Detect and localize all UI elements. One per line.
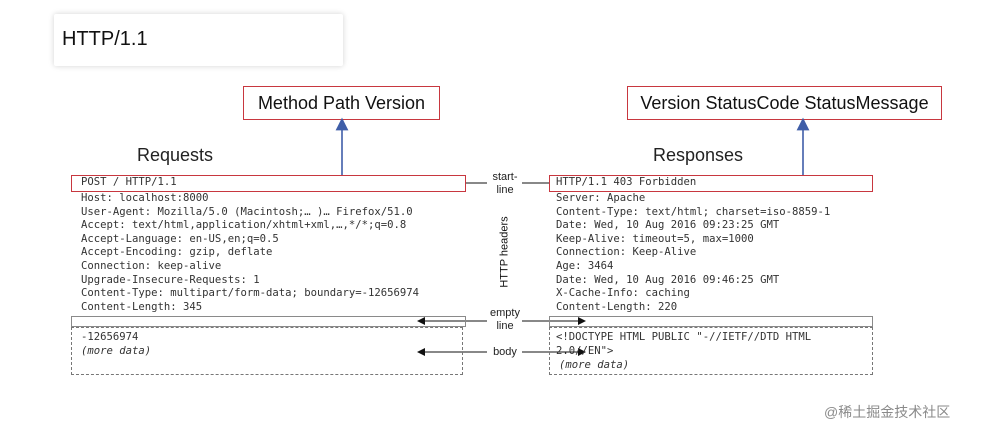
response-header-line: Date: Wed, 10 Aug 2016 09:23:25 GMT (556, 219, 780, 232)
response-empty-line-box (549, 316, 873, 327)
request-start-line: POST / HTTP/1.1 (81, 176, 177, 188)
card-title: HTTP/1.1 (62, 28, 148, 50)
response-callout-box: Version StatusCode StatusMessage (627, 86, 942, 120)
request-header-line: Upgrade-Insecure-Requests: 1 (81, 273, 260, 286)
response-body-line: 2.0//EN"> (556, 345, 614, 357)
request-header-line: Host: localhost:8000 (81, 192, 209, 204)
http-headers-label-wrap: HTTP headers (445, 216, 565, 287)
response-header-line: Age: 3464 (556, 259, 614, 272)
empty-line-label: empty line (490, 307, 520, 332)
response-body-box: <!DOCTYPE HTML PUBLIC "-//IETF//DTD HTML… (549, 327, 873, 375)
response-start-line: HTTP/1.1 403 Forbidden (556, 176, 697, 188)
response-header-line: Connection: Keep-Alive (556, 246, 697, 259)
body-label: body (493, 346, 517, 358)
request-header-line: Content-Type: multipart/form-data; bound… (81, 287, 420, 300)
response-headers: Server: Apache Content-Type: text/html; … (556, 192, 830, 314)
responses-heading: Responses (653, 145, 744, 165)
response-header-line: X-Cache-Info: caching (556, 287, 690, 300)
request-body-box: -12656974 (more data) (71, 327, 463, 375)
response-start-line-box (549, 175, 873, 192)
response-header-line: Content-Length: 220 (556, 300, 678, 313)
watermark: @稀土掘金技术社区 (824, 404, 951, 420)
response-header-line: Server: Apache (556, 192, 646, 204)
request-header-line: Accept-Language: en-US,en;q=0.5 (81, 232, 279, 245)
requests-heading: Requests (137, 145, 214, 165)
request-header-line: User-Agent: Mozilla/5.0 (Macintosh;… )… … (81, 205, 413, 218)
request-empty-line-box (71, 316, 466, 327)
request-callout-text: Method Path Version (257, 92, 426, 113)
response-body-line: <!DOCTYPE HTML PUBLIC "-//IETF//DTD HTML (556, 331, 812, 343)
response-header-line: Content-Type: text/html; charset=iso-885… (556, 205, 831, 218)
request-start-line-box (71, 175, 466, 192)
request-headers: Host: localhost:8000 User-Agent: Mozilla… (81, 192, 419, 314)
request-header-line: Content-Length: 345 (81, 300, 203, 313)
response-header-line: Keep-Alive: timeout=5, max=1000 (556, 232, 754, 245)
start-line-label: start- line (492, 171, 518, 196)
request-body-line: -12656974 (81, 331, 139, 343)
title-card: HTTP/1.1 (54, 14, 343, 66)
http-headers-label: HTTP headers (498, 216, 511, 288)
request-header-line: Accept-Encoding: gzip, deflate (81, 246, 273, 259)
request-body-more: (more data) (81, 345, 152, 357)
request-header-line: Connection: keep-alive (81, 259, 222, 272)
response-header-line: Date: Wed, 10 Aug 2016 09:46:25 GMT (556, 273, 780, 286)
response-callout-text: Version StatusCode StatusMessage (640, 92, 929, 113)
request-header-line: Accept: text/html,application/xhtml+xml,… (81, 219, 407, 232)
response-body-more: (more data) (559, 359, 630, 371)
